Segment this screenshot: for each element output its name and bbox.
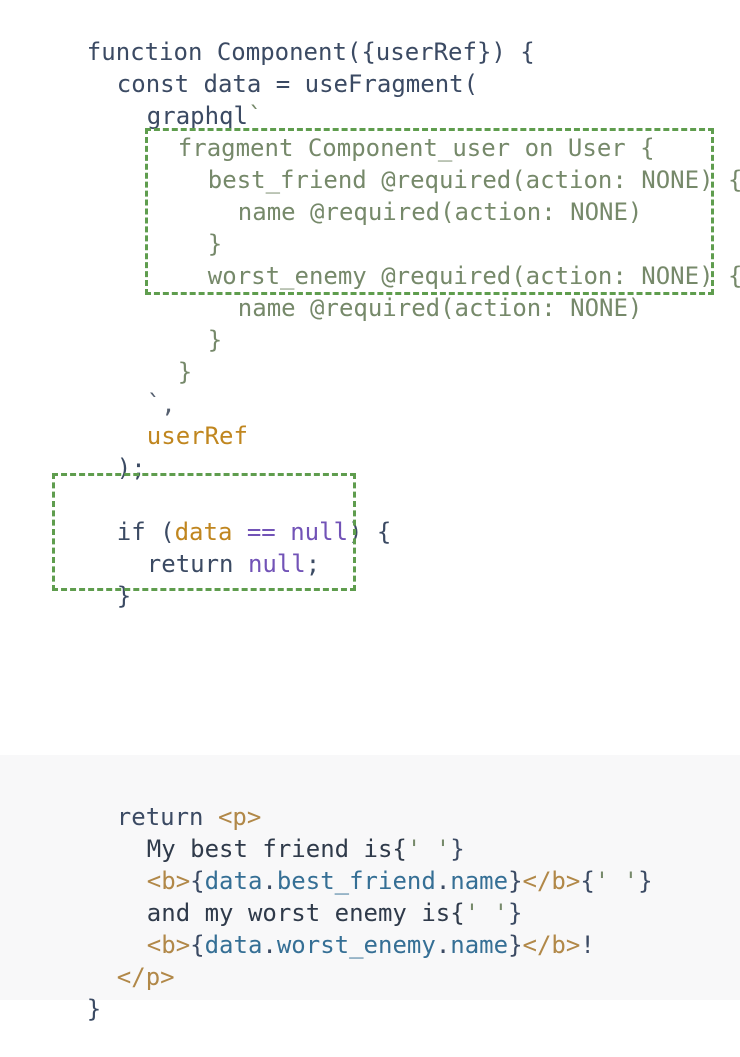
jsx-tag: <p>	[217, 803, 262, 831]
code-block-top: function Component({userRef}) { const da…	[29, 4, 740, 610]
code-line: name @required(action: NONE)	[180, 260, 643, 322]
jsx-tag: </b>	[522, 931, 581, 959]
jsx-text: My best friend is{	[146, 835, 407, 863]
identifier: data	[204, 867, 263, 895]
code-line: name @required(action: NONE)	[180, 164, 643, 226]
code-line: My best friend is{' '}	[89, 801, 465, 863]
graphql-fragment: fragment Component_user on User {	[177, 134, 655, 162]
punctuation: }	[508, 931, 523, 959]
jsx-tag: </b>	[522, 867, 581, 895]
keyword: const	[116, 70, 190, 98]
code-line: and my worst enemy is{' '}	[89, 865, 523, 927]
punctuation: {	[190, 931, 205, 959]
code-line: best_friend @required(action: NONE) {	[150, 132, 740, 194]
code-line: `,	[89, 356, 176, 418]
string-literal: ' '	[406, 835, 451, 863]
code-line: }	[120, 324, 192, 386]
punctuation: }) {	[476, 38, 535, 66]
property: worst_enemy	[276, 931, 436, 959]
null-literal: null	[247, 550, 306, 578]
code-line: const data = useFragment(	[59, 36, 478, 98]
function-name: Component	[216, 38, 347, 66]
code-block-bottom: return <p> My best friend is{' '} <b>{da…	[0, 755, 740, 1023]
null-literal: null	[290, 518, 349, 546]
graphql-field: name @required(action: NONE)	[237, 198, 643, 226]
punctuation: !	[580, 931, 595, 959]
punctuation: {	[580, 867, 595, 895]
argument: userRef	[146, 422, 248, 450]
code-line: );	[59, 420, 146, 482]
punctuation: (	[463, 70, 479, 98]
operator: ==	[246, 518, 276, 546]
punctuation: .	[262, 867, 277, 895]
punctuation: ;	[305, 550, 321, 578]
code-line: }	[29, 961, 101, 1023]
punctuation: }	[450, 835, 465, 863]
operator: =	[275, 70, 291, 98]
punctuation: }	[508, 867, 523, 895]
punctuation: .	[435, 931, 451, 959]
graphql-field: best_friend @required(action: NONE) {	[207, 166, 740, 194]
string-literal: ' '	[464, 899, 509, 927]
brace: }	[86, 995, 102, 1023]
punctuation: {	[190, 867, 205, 895]
code-line: return null;	[89, 516, 320, 578]
punctuation: ({	[346, 38, 376, 66]
code-line: </p>	[59, 929, 175, 991]
punctuation: (	[160, 518, 175, 546]
graphql-brace: }	[177, 358, 193, 386]
template-backtick: `	[247, 102, 263, 130]
jsx-text: and my worst enemy is{	[146, 899, 465, 927]
graphql-field: name @required(action: NONE)	[237, 294, 643, 322]
function-name: graphql	[146, 102, 248, 130]
punctuation: .	[435, 867, 451, 895]
code-line: function Component({userRef}) {	[29, 4, 535, 66]
code-line: return <p>	[59, 769, 262, 831]
jsx-tag: <b>	[146, 867, 191, 895]
template-end: `,	[146, 390, 176, 418]
keyword: return	[146, 550, 234, 578]
string-literal: ' '	[594, 867, 639, 895]
code-line: worst_enemy @required(action: NONE) {	[150, 228, 740, 290]
jsx-tag: <b>	[146, 931, 191, 959]
code-line: if (data == null) {	[59, 484, 392, 546]
punctuation: }	[638, 867, 653, 895]
keyword: function	[86, 38, 203, 66]
code-line: <b>{data.best_friend.name}</b>{' '}	[89, 833, 653, 895]
property: name	[450, 931, 509, 959]
identifier: data	[174, 518, 233, 546]
punctuation: .	[262, 931, 277, 959]
keyword: if	[116, 518, 146, 546]
graphql-brace: }	[207, 326, 223, 354]
code-line: <b>{data.worst_enemy.name}</b>!	[89, 897, 595, 959]
function-name: useFragment	[304, 70, 464, 98]
punctuation: );	[116, 454, 146, 482]
identifier: data	[203, 70, 262, 98]
parameter: userRef	[375, 38, 477, 66]
graphql-brace: }	[207, 230, 223, 258]
punctuation: }	[508, 899, 523, 927]
property: name	[450, 867, 509, 895]
code-line: }	[59, 548, 131, 610]
jsx-tag: </p>	[116, 963, 175, 991]
code-line: graphql`	[89, 68, 263, 130]
code-line: }	[150, 196, 222, 258]
property: best_friend	[276, 867, 436, 895]
punctuation: ) {	[348, 518, 392, 546]
keyword: return	[116, 803, 204, 831]
code-line: fragment Component_user on User {	[120, 100, 655, 162]
identifier: data	[204, 931, 263, 959]
code-line: userRef	[89, 388, 248, 450]
code-line: }	[150, 292, 222, 354]
graphql-field: worst_enemy @required(action: NONE) {	[207, 262, 740, 290]
brace: }	[116, 582, 132, 610]
